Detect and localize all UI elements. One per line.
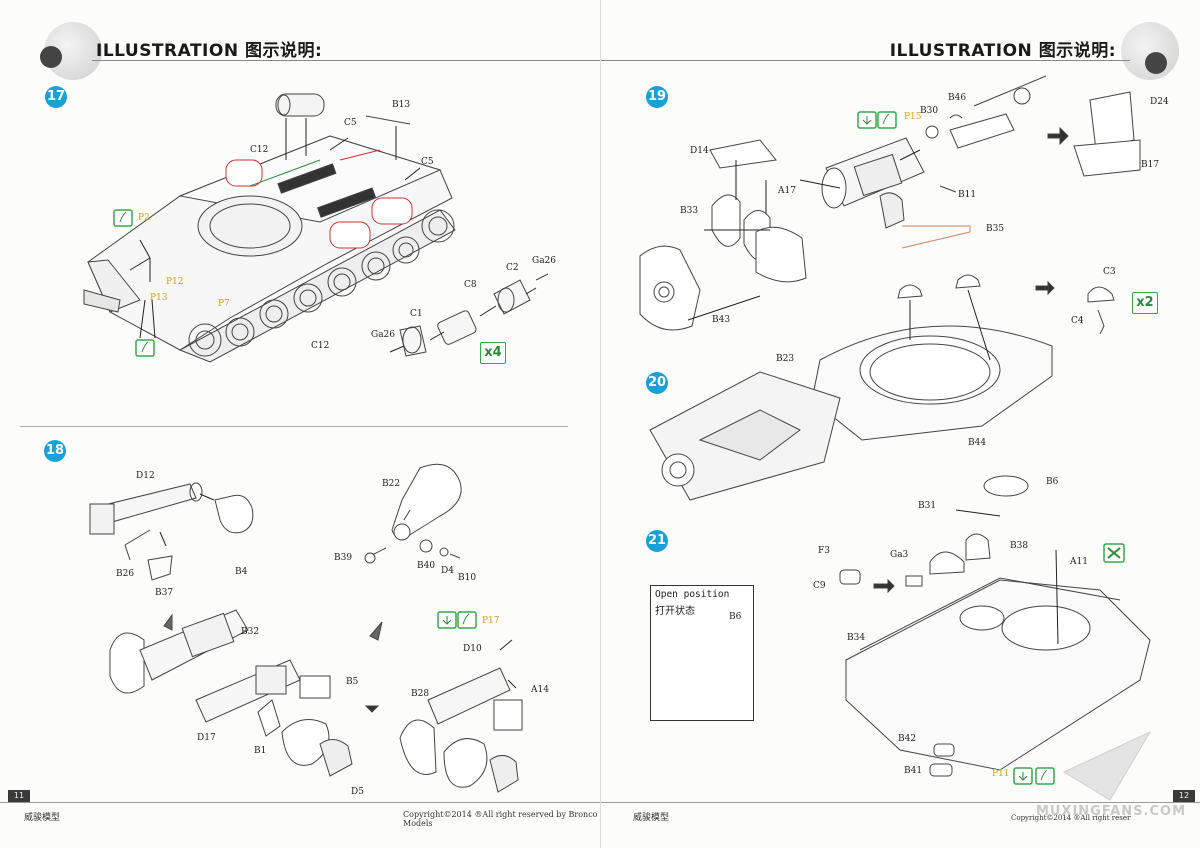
label-B38: B38 [1010, 541, 1029, 551]
brand-right: 威骏模型 [633, 813, 670, 823]
label-C1: C1 [410, 309, 423, 319]
watermark-text: MUXINGFANS.COM [1035, 804, 1186, 819]
open-position-title-cn: 打开状态 [655, 606, 695, 617]
footer-rule-right [601, 802, 1200, 803]
open-position-title-en: Open position [655, 589, 730, 600]
label-B37: B37 [155, 588, 174, 598]
step-19-badge: 19 [646, 86, 668, 108]
label-B32: B32 [241, 627, 260, 637]
label-B23: B23 [776, 354, 795, 364]
label-D24: D24 [1150, 97, 1169, 107]
label-B41: B41 [904, 766, 923, 776]
label-A14: A14 [531, 685, 549, 695]
page-title-left: ILLUSTRATION 图示说明: [96, 41, 323, 61]
label-D12: D12 [136, 471, 155, 481]
label-P15: P15 [904, 112, 922, 122]
page-number-right: 12 [1173, 790, 1195, 802]
label-C4: C4 [1071, 316, 1084, 326]
label-P17: P17 [482, 616, 500, 626]
label-P13: P13 [150, 293, 168, 303]
label-B31: B31 [918, 501, 937, 511]
label-B42: B42 [898, 734, 917, 744]
step-20-badge: 20 [646, 372, 668, 394]
label-Ga3: Ga3 [890, 550, 909, 560]
label-B6-open: B6 [729, 612, 742, 622]
label-B5: B5 [346, 677, 359, 687]
step-17-tank-hull-drawing [0, 0, 600, 848]
step-21-badge: 21 [646, 530, 668, 552]
step-18-gun-assembly-drawing [0, 0, 600, 848]
label-D14: D14 [690, 146, 709, 156]
copyright-right: Copyright©2014 ®All right reserved by Br… [1011, 814, 1131, 822]
label-P2: P2 [138, 213, 150, 223]
label-B35: B35 [986, 224, 1005, 234]
label-A11: A11 [1070, 557, 1088, 567]
brand-left: 威骏模型 [24, 813, 61, 823]
label-C5-b: C5 [421, 157, 434, 167]
label-B22: B22 [382, 479, 401, 489]
label-B30: B30 [920, 106, 939, 116]
copyright-left: Copyright©2014 ®All right reserved by Br… [403, 810, 598, 828]
label-D17: D17 [197, 733, 216, 743]
header-decor-circle-small [40, 46, 62, 68]
label-F3: F3 [818, 546, 830, 556]
label-B33: B33 [680, 206, 699, 216]
label-B26: B26 [116, 569, 135, 579]
label-P12: P12 [166, 277, 184, 287]
step-17-badge: 17 [45, 86, 67, 108]
label-B1: B1 [254, 746, 267, 756]
label-B10: B10 [458, 573, 477, 583]
label-C5-a: C5 [344, 118, 357, 128]
section-divider [20, 426, 568, 427]
header-decor-circle-small-right [1145, 52, 1167, 74]
open-position-inset: Open position 打开状态 B6 [650, 585, 754, 721]
label-B13: B13 [392, 100, 411, 110]
label-Ga26-b: Ga26 [371, 330, 396, 340]
step-18-badge: 18 [44, 440, 66, 462]
label-C2: C2 [506, 263, 519, 273]
label-B39: B39 [334, 553, 353, 563]
label-D4: D4 [441, 566, 454, 576]
label-C12-a: C12 [250, 145, 269, 155]
header-rule-right [601, 60, 1130, 61]
label-A17: A17 [778, 186, 796, 196]
footer-rule-left [0, 802, 600, 803]
page-title-right: ILLUSTRATION 图示说明: [889, 41, 1116, 61]
page-number-left: 11 [8, 790, 30, 802]
label-B40: B40 [417, 561, 436, 571]
label-C8: C8 [464, 280, 477, 290]
left-page: ILLUSTRATION 图示说明: 17 18 [0, 0, 600, 848]
label-P7: P7 [218, 299, 230, 309]
label-B6: B6 [1046, 477, 1059, 487]
header-rule-left [92, 60, 600, 61]
label-B4: B4 [235, 567, 248, 577]
label-D5: D5 [351, 787, 364, 797]
label-B34: B34 [847, 633, 866, 643]
label-C9: C9 [813, 581, 826, 591]
label-C12-b: C12 [311, 341, 330, 351]
label-B17: B17 [1141, 160, 1160, 170]
quantity-x2-box: x2 [1132, 292, 1158, 314]
label-C3: C3 [1103, 267, 1116, 277]
label-B44: B44 [968, 438, 987, 448]
label-B28: B28 [411, 689, 430, 699]
label-B11: B11 [958, 190, 977, 200]
label-P11: P11 [992, 769, 1010, 779]
label-D10: D10 [463, 644, 482, 654]
label-B43: B43 [712, 315, 731, 325]
label-Ga26-a: Ga26 [532, 256, 557, 266]
label-B46: B46 [948, 93, 967, 103]
quantity-x4-box: x4 [480, 342, 506, 364]
